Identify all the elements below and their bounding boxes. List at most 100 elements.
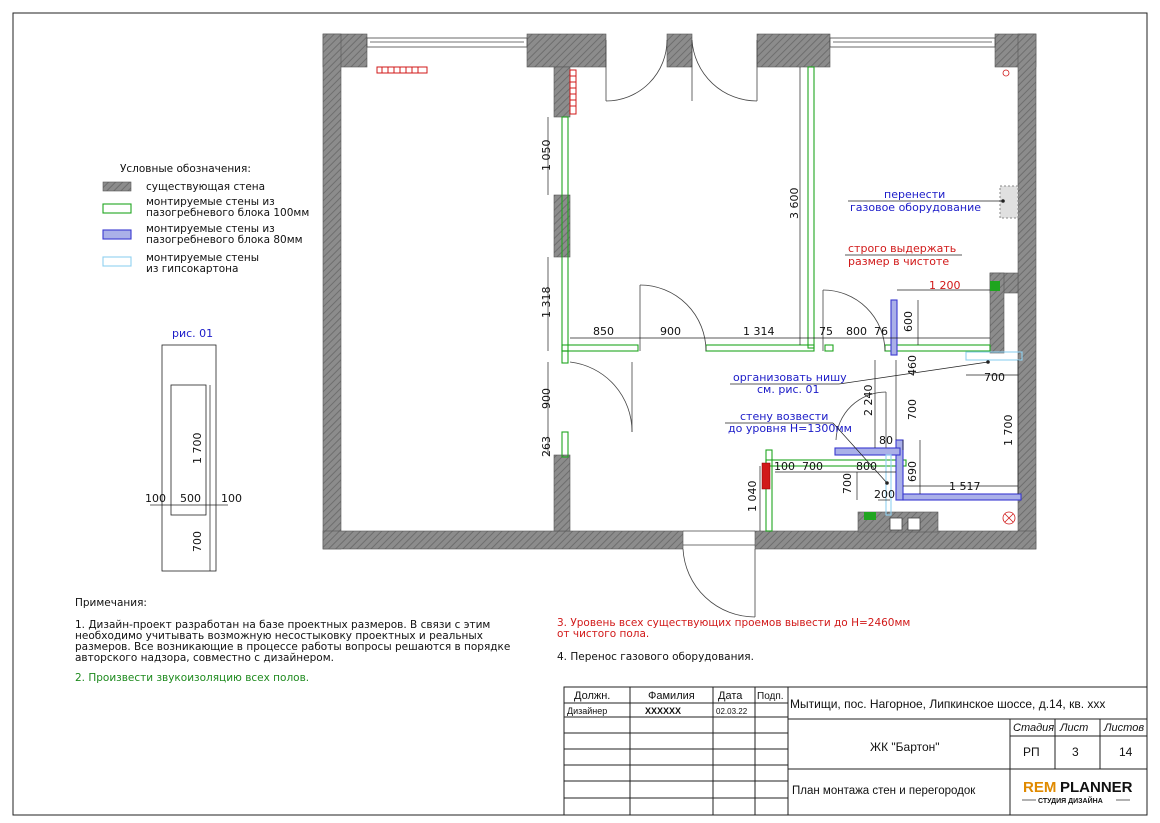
legend-swatch-drywall [102,256,132,267]
dim-label: 700 [906,399,919,420]
dim-label: 263 [540,436,553,457]
note-4: 4. Перенос газового оборудования. [557,651,754,663]
entry-doors [605,39,758,618]
stage-value: РП [1023,745,1040,759]
dim-label: 700 [841,473,854,494]
note-1-line-3: размеров. Все возникающие в процессе раб… [75,641,510,653]
figure-dim-height: 1 700 [191,433,204,465]
legend-item-3-line-1: монтируемые стены из [146,223,275,235]
notes-title: Примечания: [75,597,147,609]
interior-doors [569,284,887,448]
stage-label: Стадия [1013,722,1054,734]
note-3-line-2: от чистого пола. [557,628,649,640]
dim-label: 690 [906,461,919,482]
dimension-labels: 1 050 1 318 900 263 3 600 850 900 1 314 … [540,140,1015,513]
annotation-gas-line-2: газовое оборудование [850,201,981,214]
header-surname: Фамилия [648,690,695,702]
figure-dim-left: 100 [145,492,166,505]
dim-label: 1 040 [746,481,759,513]
note-3-line-1: 3. Уровень всех существующих проемов выв… [557,617,910,629]
legend-item-2-line-1: монтируемые стены из [146,196,275,208]
dim-label: 2 240 [862,385,875,417]
annotation-wall-line-1: стену возвести [740,410,828,423]
row-surname: XXXXXX [645,706,681,716]
dim-label: 3 600 [788,188,801,220]
windows [366,37,996,48]
figure-dim-width: 500 [180,492,201,505]
sheets-label: Листов [1103,722,1144,734]
header-position: Должн. [574,690,610,702]
dim-label: 100 [774,460,795,473]
header-date: Дата [718,690,743,702]
dim-label-red: 1 200 [929,279,961,292]
figure-01: рис. 01 1 700 100 500 100 700 [145,327,242,572]
dim-label: 460 [906,355,919,376]
dim-label: 1 050 [540,140,553,172]
annotations: перенести газовое оборудование строго вы… [725,188,1005,485]
dim-label: 850 [593,325,614,338]
note-1-line-4: авторского надзора, совместно с дизайнер… [75,652,334,664]
dim-label: 1 314 [743,325,775,338]
gas-equipment-box [999,185,1019,219]
note-1-line-1: 1. Дизайн-проект разработан на базе прое… [75,619,490,631]
title-block-text: Должн. Фамилия Дата Подп. Дизайнер XXXXX… [567,690,1144,805]
existing-walls [322,33,1037,550]
dim-label: 1 700 [1002,415,1015,447]
legend-swatch-blue [102,229,132,240]
note-2: 2. Произвести звукоизоляцию всех полов. [75,672,309,684]
dim-label: 76 [874,325,888,338]
notes: Примечания: 1. Дизайн-проект разработан … [75,597,910,684]
legend-swatch-existing [102,181,132,192]
logo-subtitle: СТУДИЯ ДИЗАЙНА [1038,796,1103,805]
dim-label: 200 [874,488,895,501]
legend-item-4-line-1: монтируемые стены [146,252,259,264]
figure-title: рис. 01 [172,327,213,340]
dim-label: 80 [879,434,893,447]
annotation-strict-line-1: строго выдержать [848,242,956,255]
annotation-strict-line-2: размер в чистоте [848,255,949,268]
row-position: Дизайнер [567,706,607,716]
dimension-lines [547,67,1019,531]
logo-planner: PLANNER [1060,779,1133,796]
dim-label: 900 [660,325,681,338]
gas-riser-marker [990,281,1000,291]
annotation-niche-line-1: организовать нишу [733,371,847,384]
new-walls-80mm [834,299,1022,501]
legend-swatch-green [102,203,132,214]
note-1-line-2: необходимо учитывать возможную несостыко… [75,630,483,642]
logo-rem: REM [1023,779,1056,796]
radiators [376,66,577,115]
dim-label: 800 [856,460,877,473]
dim-label: 700 [802,460,823,473]
header-signature: Подп. [757,691,784,702]
annotation-gas-line-1: перенести [884,188,945,201]
legend: Условные обозначения: существующая стена… [102,163,309,275]
address: Мытищи, пос. Нагорное, Липкинское шоссе,… [790,697,1105,711]
dim-label: 600 [902,311,915,332]
sheet-label: Лист [1059,722,1088,734]
legend-item-3-line-2: пазогребневого блока 80мм [146,234,303,246]
bathroom-fixtures [889,69,1016,531]
drawing-title: План монтажа стен и перегородок [792,785,976,797]
sheets-value: 14 [1119,745,1133,759]
complex-name: ЖК "Бартон" [870,740,940,754]
annotation-niche-line-2: см. рис. 01 [757,383,820,396]
figure-dim-right: 100 [221,492,242,505]
sheet-value: 3 [1072,745,1079,759]
dim-label: 75 [819,325,833,338]
annotation-wall-line-2: до уровня Н=1300мм [728,422,852,435]
dim-label: 900 [540,388,553,409]
legend-item-2-line-2: пазогребневого блока 100мм [146,207,309,219]
legend-item-1-line-1: существующая стена [146,181,265,193]
legend-title: Условные обозначения: [120,163,251,175]
title-block [563,686,1148,816]
figure-dim-bottom: 700 [191,531,204,552]
drywall-walls [885,351,1023,516]
legend-item-4-line-2: из гипсокартона [146,263,238,275]
dim-label: 1 318 [540,287,553,319]
bath-riser-marker [864,512,876,520]
dim-label: 700 [984,371,1005,384]
row-date: 02.03.22 [716,707,748,716]
dim-label: 800 [846,325,867,338]
